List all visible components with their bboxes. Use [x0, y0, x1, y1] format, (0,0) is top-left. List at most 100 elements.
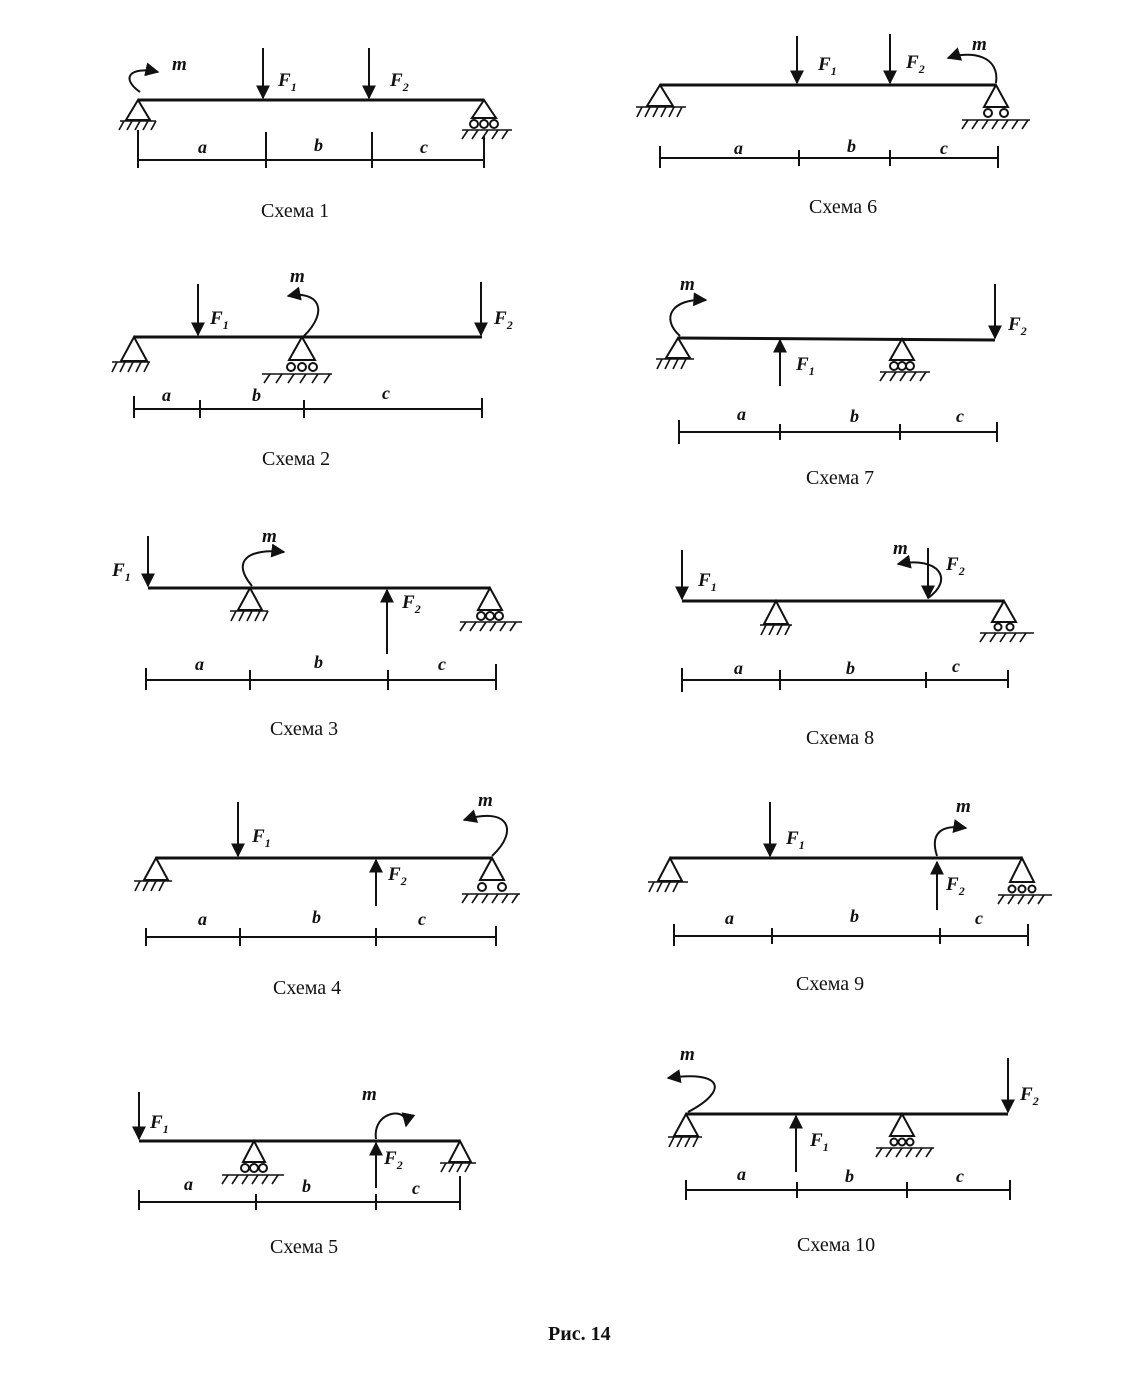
roller-support-right — [461, 855, 520, 904]
scheme-caption: Схема 5 — [270, 1236, 338, 1258]
span-a-label: a — [725, 908, 734, 928]
span-b-label: b — [252, 385, 261, 405]
span-a-label: a — [734, 658, 743, 678]
dimension-line — [138, 1176, 461, 1210]
span-a-label: a — [198, 137, 207, 157]
figure-caption: Рис. 14 — [548, 1323, 611, 1345]
moment-arrow — [128, 62, 160, 93]
scheme-5: F1 F2 m a b c Схема 5 — [132, 1084, 476, 1258]
scheme-caption: Схема 9 — [796, 973, 864, 995]
force-f2-label: F2 — [905, 52, 925, 76]
span-a-label: a — [737, 404, 746, 424]
span-c-label: c — [420, 137, 428, 157]
moment-arrow — [669, 292, 708, 337]
scheme-8: F1 m F2 a b c Схема 8 — [675, 538, 1034, 749]
roller-support-right — [459, 585, 522, 632]
span-c-label: c — [412, 1178, 420, 1198]
span-b-label: b — [314, 135, 323, 155]
span-a-label: a — [195, 654, 204, 674]
moment-arrow — [286, 286, 320, 337]
moment-label: m — [893, 538, 908, 559]
scheme-3: F1 m F2 a b c Схема 3 — [111, 526, 522, 740]
pin-support-left — [656, 336, 694, 370]
pin-support-left — [111, 334, 150, 373]
span-c-label: c — [382, 383, 390, 403]
dimension-line — [133, 396, 483, 418]
scheme-2: m F1 F2 a b c Схема 2 — [111, 266, 513, 470]
scheme-caption: Схема 6 — [809, 196, 877, 218]
dimension-line — [685, 1180, 1011, 1200]
roller-support-middle — [221, 1138, 284, 1185]
force-f2-label: F2 — [387, 864, 407, 888]
roller-support-middle — [879, 336, 930, 382]
moment-arrow — [896, 554, 943, 599]
force-f2-label: F2 — [1019, 1084, 1039, 1108]
force-f1-label: F1 — [149, 1112, 169, 1136]
roller-support-middle — [262, 334, 332, 384]
span-c-label: c — [952, 656, 960, 676]
pin-support-middle — [230, 585, 269, 622]
beam — [677, 336, 996, 342]
scheme-caption: Схема 1 — [261, 200, 329, 222]
force-f1-label: F1 — [795, 354, 815, 378]
moment-arrow — [462, 809, 509, 857]
pin-support-left — [648, 855, 688, 893]
moment-label: m — [680, 274, 695, 295]
moment-label: m — [262, 526, 277, 547]
scheme-caption: Схема 2 — [262, 448, 330, 470]
force-f2-label: F2 — [389, 70, 409, 94]
pin-support-left — [118, 98, 157, 131]
scheme-10: m F1 F2 a b c Схема 10 — [666, 1044, 1039, 1256]
force-f2-label: F2 — [945, 554, 965, 578]
dimension-line — [673, 924, 1029, 946]
span-a-label: a — [162, 385, 171, 405]
moment-label: m — [172, 54, 187, 75]
force-f1-label: F1 — [809, 1130, 829, 1154]
pin-support-right — [440, 1138, 476, 1173]
dimension-line — [137, 130, 485, 168]
dimension-line — [145, 664, 497, 690]
span-b-label: b — [312, 907, 321, 927]
pin-support-left — [134, 855, 172, 892]
span-a-label: a — [184, 1174, 193, 1194]
force-f2-label: F2 — [401, 592, 421, 616]
scheme-caption: Схема 4 — [273, 977, 341, 999]
moment-label: m — [680, 1044, 695, 1065]
pin-support-left — [636, 83, 686, 118]
moment-arrow — [666, 1069, 716, 1113]
span-b-label: b — [850, 406, 859, 426]
roller-support-right — [997, 855, 1052, 905]
force-f2-label: F2 — [383, 1148, 403, 1172]
moment-arrow — [241, 543, 286, 587]
pin-support-middle — [760, 598, 792, 636]
span-c-label: c — [418, 909, 426, 929]
moment-label: m — [478, 790, 493, 811]
scheme-1: m F1 F2 a b c Схема 1 — [118, 48, 512, 222]
moment-arrow — [933, 819, 968, 857]
span-b-label: b — [847, 136, 856, 156]
span-b-label: b — [302, 1176, 311, 1196]
moment-label: m — [972, 34, 987, 55]
dimension-line — [659, 146, 999, 168]
scheme-caption: Схема 3 — [270, 718, 338, 740]
scheme-caption: Схема 10 — [797, 1234, 875, 1256]
span-a-label: a — [734, 138, 743, 158]
roller-support-middle — [875, 1111, 934, 1158]
span-b-label: b — [845, 1166, 854, 1186]
span-c-label: c — [956, 406, 964, 426]
scheme-caption: Схема 7 — [806, 467, 874, 489]
force-f1-label: F1 — [277, 70, 297, 94]
roller-support-right — [979, 598, 1034, 643]
span-c-label: c — [940, 138, 948, 158]
dimension-line — [678, 420, 998, 444]
pin-support-left — [668, 1111, 702, 1148]
scheme-9: F1 F2 m a b c Схема 9 — [648, 796, 1052, 995]
scheme-caption: Схема 8 — [806, 727, 874, 749]
dimension-line — [681, 668, 1009, 692]
force-f1-label: F1 — [251, 826, 271, 850]
span-a-label: a — [198, 909, 207, 929]
moment-label: m — [362, 1084, 377, 1105]
moment-arrow — [374, 1112, 416, 1140]
roller-support-right — [961, 82, 1030, 130]
force-f1-label: F1 — [817, 54, 837, 78]
